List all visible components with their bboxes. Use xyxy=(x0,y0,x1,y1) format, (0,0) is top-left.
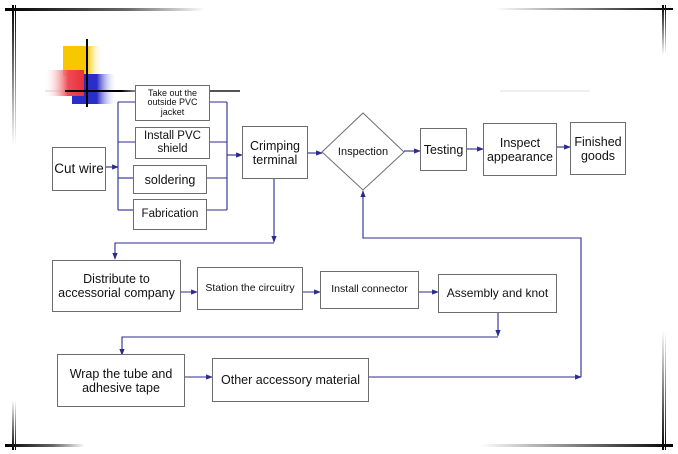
node-distribute-label: Distribute to accessorial company xyxy=(58,272,175,300)
node-inspection: Inspection xyxy=(330,140,396,164)
node-inspect-appearance: Inspect appearance xyxy=(483,123,557,176)
logo-red-square xyxy=(44,70,84,96)
node-testing: Testing xyxy=(420,128,467,171)
connectors xyxy=(105,101,582,380)
frame-top-left-h xyxy=(5,8,205,11)
frame-bottom-right-h xyxy=(480,444,673,447)
frame-top-right-v1 xyxy=(662,5,664,55)
node-inspect-appearance-label: Inspect appearance xyxy=(486,135,554,164)
node-testing-label: Testing xyxy=(423,142,464,157)
node-crimping-terminal-label: Crimping terminal xyxy=(249,138,300,167)
frame-top-left-v1 xyxy=(12,5,14,145)
node-other-accessory-label: Other accessory material xyxy=(221,373,360,387)
node-crimping-terminal: Crimping terminal xyxy=(242,126,308,179)
node-fabrication-label: Fabrication xyxy=(141,208,199,221)
frame-bottom-right-v2 xyxy=(665,330,666,450)
node-station-circuitry-label: Station the circuitry xyxy=(205,281,295,294)
frame-faint-line-right xyxy=(500,90,590,92)
node-install-pvc-shield: Install PVC shield xyxy=(135,127,210,159)
node-take-out-jacket-label: Take out the outside PVC jacket xyxy=(147,87,198,117)
frame-bottom-right-v1 xyxy=(662,330,664,450)
inspection-diamond xyxy=(321,112,405,191)
node-take-out-jacket: Take out the outside PVC jacket xyxy=(135,85,210,121)
node-assembly-knot-label: Assembly and knot xyxy=(446,285,549,300)
node-inspection-label: Inspection xyxy=(337,145,389,158)
node-wrap-tube-label: Wrap the tube and adhesive tape xyxy=(69,366,173,395)
frame-bottom-left-v2 xyxy=(15,400,16,450)
frame-top-left-v2 xyxy=(15,5,16,145)
edge-loop-to-inspection xyxy=(360,190,582,377)
logo-horizontal-line xyxy=(65,90,135,92)
edge-crimping-distribute xyxy=(112,242,274,260)
frame-bottom-left-v1 xyxy=(12,400,14,450)
node-finished-goods-label: Finished goods xyxy=(574,134,622,163)
node-install-connector: Install connector xyxy=(320,271,419,309)
node-finished-goods: Finished goods xyxy=(570,122,626,175)
node-fabrication: Fabrication xyxy=(133,199,207,230)
node-cut-wire-label: Cut wire xyxy=(54,161,104,177)
frame-bottom-left-h xyxy=(5,444,85,447)
node-soldering-label: soldering xyxy=(144,172,196,187)
node-station-circuitry: Station the circuitry xyxy=(197,267,303,310)
logo-line-continuation xyxy=(210,90,240,92)
logo-decoration xyxy=(44,39,240,107)
frame-top-right-h xyxy=(495,8,673,10)
node-soldering: soldering xyxy=(133,165,207,194)
frame-top-right-v2 xyxy=(665,5,666,55)
node-distribute: Distribute to accessorial company xyxy=(52,260,181,312)
node-wrap-tube: Wrap the tube and adhesive tape xyxy=(57,354,185,407)
node-assembly-knot: Assembly and knot xyxy=(438,274,557,313)
edge-assembly-wrap xyxy=(119,336,498,356)
node-other-accessory: Other accessory material xyxy=(212,358,369,402)
node-install-connector-label: Install connector xyxy=(331,283,408,296)
node-install-pvc-shield-label: Install PVC shield xyxy=(144,130,201,155)
logo-vertical-line xyxy=(86,39,88,107)
node-cut-wire: Cut wire xyxy=(52,147,106,191)
